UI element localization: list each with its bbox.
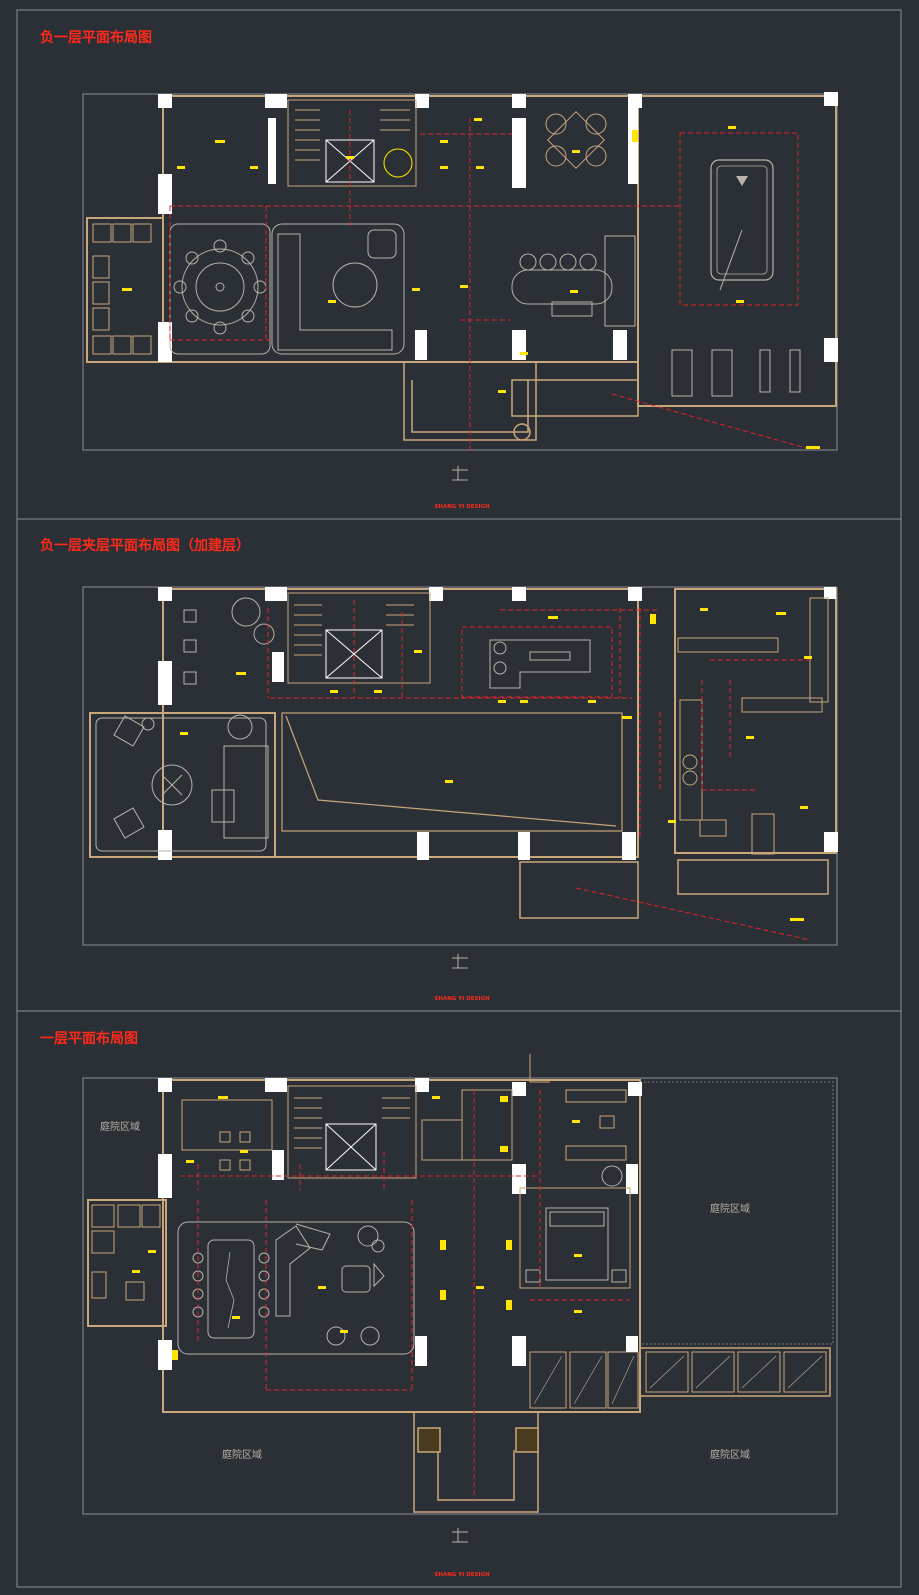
design-credit: SHANG YI DESIGN [434, 996, 490, 1002]
area-label: 庭院区域 [710, 1202, 750, 1215]
axis-lines [180, 1090, 630, 1500]
east-hall-wall [637, 95, 837, 407]
tea-bar [461, 626, 613, 698]
family-room-furniture [95, 714, 269, 852]
plan-title: 负一层夹层平面布局图（加建层） [40, 537, 250, 554]
kitchen-fixtures [677, 597, 829, 855]
north-arrow-icon [452, 466, 468, 481]
plan-title: 一层平面布局图 [40, 1030, 138, 1047]
service-wing-wall [674, 588, 837, 854]
plan-panel-mezzanine: 负一层夹层平面布局图（加建层） [16, 518, 902, 1012]
design-credit: SHANG YI DESIGN [434, 1572, 490, 1578]
stair [287, 592, 431, 684]
plan-title: 负一层平面布局图 [40, 29, 152, 46]
west-storage [91, 1204, 161, 1301]
pool-edge [677, 859, 829, 895]
bathroom-fixtures [181, 1089, 627, 1171]
axis-lines [267, 600, 811, 941]
gym-machines [671, 349, 801, 397]
atrium-void [281, 712, 623, 832]
main-wall [162, 588, 639, 858]
panel-frame [16, 1010, 902, 1588]
bar-counter [511, 235, 636, 327]
axis-lines [169, 110, 807, 452]
armchairs [183, 597, 275, 685]
area-label: 庭院区域 [222, 1448, 262, 1461]
entry-stair [413, 1412, 539, 1513]
room-tags [132, 1096, 582, 1360]
plan-panel-basement: 负一层平面布局图 [16, 9, 902, 520]
lounge-sofa [169, 223, 405, 355]
room-tags [180, 608, 812, 921]
card-table [545, 111, 607, 169]
round-dining-table [173, 239, 267, 335]
courtyard-east [639, 1081, 834, 1345]
west-wing-wall [87, 1199, 167, 1327]
room-tags [122, 118, 820, 449]
design-credit: SHANG YI DESIGN [434, 504, 490, 510]
area-label: 庭院区域 [710, 1448, 750, 1461]
site-boundary [82, 1077, 838, 1515]
plan-panel-ground-floor: 一层平面布局图 [16, 1010, 902, 1588]
north-arrow-icon [452, 1528, 468, 1543]
terrace-wall [519, 861, 639, 919]
north-arrow-icon [452, 954, 468, 969]
billiard-table [679, 132, 799, 306]
glass-corridor [639, 1347, 831, 1397]
area-label: 庭院区域 [100, 1120, 140, 1133]
living-sofa [275, 1223, 385, 1346]
main-wall [162, 1079, 641, 1413]
stair [287, 1085, 417, 1179]
family-room-wall [89, 712, 276, 858]
